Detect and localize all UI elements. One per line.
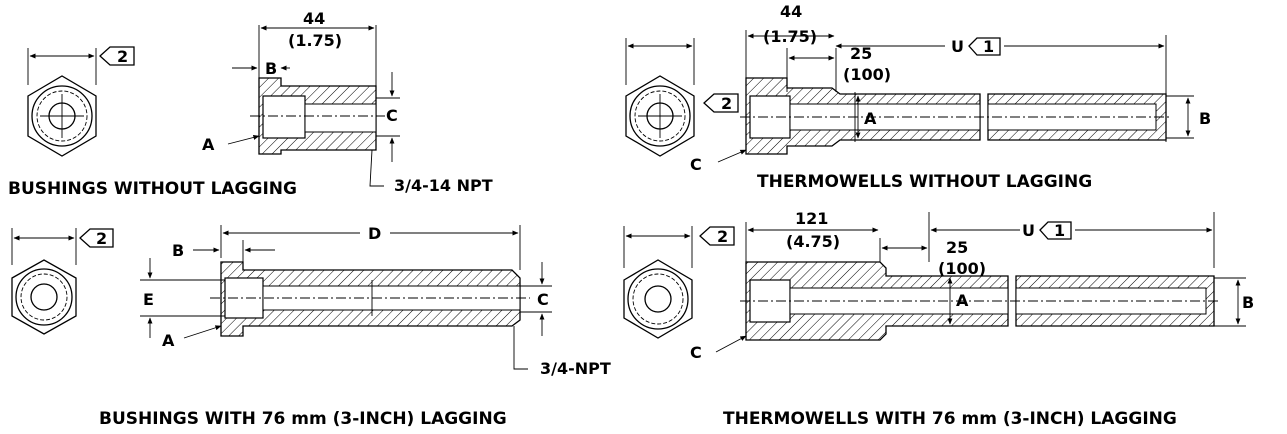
label-C: C: [690, 155, 702, 174]
caption-thermowells-with-lagging: THERMOWELLS WITH 76 mm (3-INCH) LAGGING: [723, 409, 1177, 429]
label-npt-3-4: 3/4-NPT: [540, 359, 611, 378]
thermowell-lagging-end-view: 2: [623, 226, 735, 339]
bushing-lagging-end-view: 2: [11, 228, 114, 335]
label-C: C: [386, 106, 398, 125]
bushing-lagging-side-view: D B E C A 3/4-NPT: [140, 224, 611, 378]
label-B: B: [265, 59, 277, 78]
label-U: U: [1022, 221, 1035, 240]
dim-25: 25: [850, 44, 872, 63]
dim-121: 121: [795, 209, 828, 228]
note-2-label: 2: [721, 94, 732, 113]
caption-bushings-without-lagging: BUSHINGS WITHOUT LAGGING: [8, 179, 297, 199]
label-C: C: [690, 343, 702, 362]
caption-thermowells-without-lagging: THERMOWELLS WITHOUT LAGGING: [757, 172, 1092, 192]
dim-100: (100): [843, 65, 891, 84]
thermowell-no-lagging-end-view: 2: [625, 38, 739, 157]
label-A: A: [162, 331, 175, 350]
label-B: B: [1242, 293, 1254, 312]
label-A: A: [956, 291, 969, 310]
bushing-no-lagging-side-view: 44 (1.75) B C A 3/4-14 NPT: [202, 9, 493, 195]
note-2-label: 2: [717, 227, 728, 246]
label-npt-3-4-14: 3/4-14 NPT: [394, 176, 493, 195]
label-C: C: [537, 290, 549, 309]
dim-44: 44: [780, 2, 802, 21]
dim-25: 25: [946, 238, 968, 257]
note-1-label: 1: [983, 37, 994, 56]
thermowell-lagging-side-view: 121 (4.75) 25 (100) U 1 A B C: [690, 209, 1254, 362]
label-A: A: [202, 135, 215, 154]
label-E: E: [143, 290, 154, 309]
note-2-label: 2: [117, 47, 128, 66]
label-B: B: [172, 241, 184, 260]
label-A: A: [864, 109, 877, 128]
dim-1-75: (1.75): [763, 27, 817, 46]
bushing-no-lagging-end-view: [27, 48, 97, 157]
thermowell-no-lagging-side-view: 44 (1.75) 25 (100) U 1 A B C: [690, 2, 1211, 174]
dim-44: 44: [303, 9, 325, 28]
label-D: D: [368, 224, 381, 243]
dim-4-75: (4.75): [786, 232, 840, 251]
caption-bushings-with-lagging: BUSHINGS WITH 76 mm (3-INCH) LAGGING: [99, 409, 507, 429]
note-1-label: 1: [1054, 221, 1065, 240]
note-flag-2: 2: [99, 46, 135, 66]
dim-100: (100): [938, 259, 986, 278]
label-U: U: [951, 37, 964, 56]
label-B: B: [1199, 109, 1211, 128]
note-2-label: 2: [96, 229, 107, 248]
dim-1-75: (1.75): [288, 31, 342, 50]
